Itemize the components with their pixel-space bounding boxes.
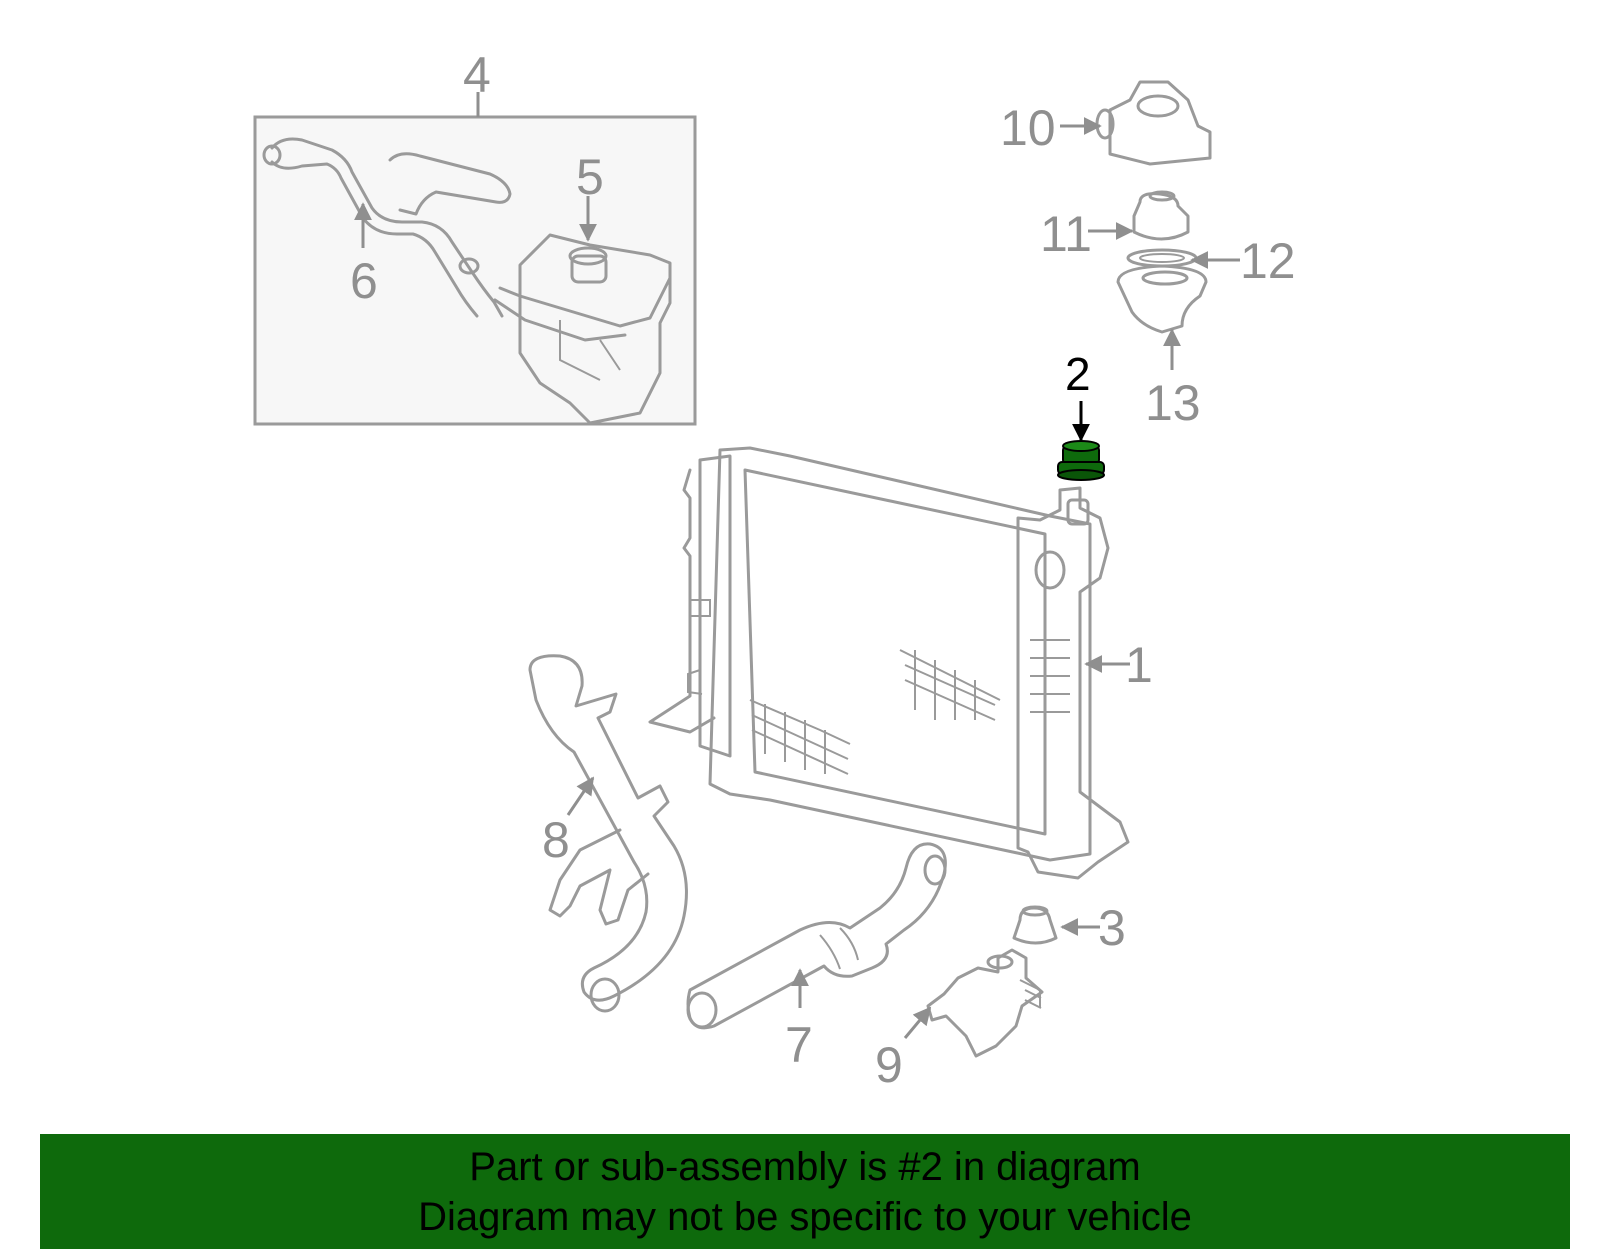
part-10-housing bbox=[1095, 80, 1212, 166]
group-4-box bbox=[253, 92, 697, 426]
part-5-reservoir bbox=[493, 233, 672, 425]
callout-8: 8 bbox=[542, 812, 570, 868]
callout-7: 7 bbox=[785, 1017, 813, 1073]
callout-13: 13 bbox=[1145, 375, 1201, 431]
part-8-hose bbox=[528, 654, 688, 1013]
callout-10: 10 bbox=[1000, 100, 1056, 156]
part-9-valve bbox=[926, 948, 1044, 1058]
callout-4: 4 bbox=[463, 47, 491, 103]
part-7-hose bbox=[686, 842, 947, 1030]
banner-line-1: Part or sub-assembly is #2 in diagram bbox=[469, 1145, 1141, 1189]
callout-11: 11 bbox=[1040, 206, 1092, 262]
callout-6: 6 bbox=[350, 253, 378, 309]
part-3-cap bbox=[1012, 905, 1058, 945]
callout-2: 2 bbox=[1065, 348, 1091, 400]
part-12-gasket bbox=[1126, 248, 1198, 268]
leader-lines bbox=[354, 117, 1240, 1039]
callout-3: 3 bbox=[1098, 900, 1126, 956]
part-6-hose bbox=[262, 137, 512, 318]
part-11-thermostat bbox=[1132, 190, 1190, 241]
part-1-radiator bbox=[648, 446, 1130, 880]
callout-9: 9 bbox=[875, 1037, 903, 1093]
callout-1: 1 bbox=[1125, 637, 1153, 693]
banner-line-2: Diagram may not be specific to your vehi… bbox=[418, 1195, 1192, 1239]
callout-5: 5 bbox=[576, 149, 604, 205]
part-2-cap-highlight bbox=[1057, 440, 1105, 481]
info-banner: Part or sub-assembly is #2 in diagram Di… bbox=[40, 1134, 1570, 1249]
callout-12: 12 bbox=[1240, 233, 1296, 289]
part-13-housing bbox=[1116, 264, 1208, 334]
